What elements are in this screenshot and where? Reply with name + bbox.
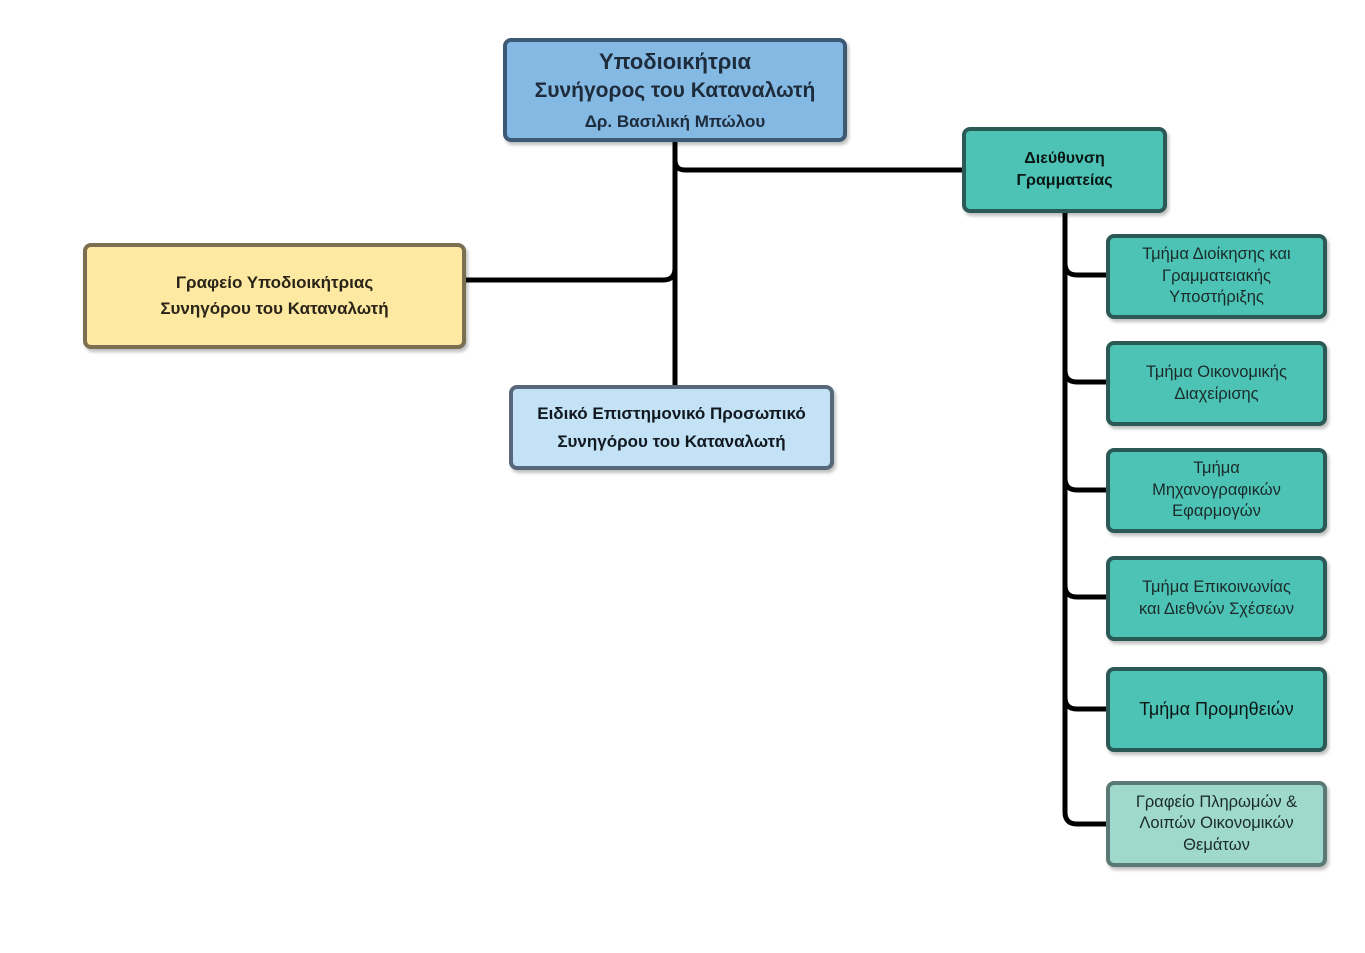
dept-label-line: Μηχανογραφικών xyxy=(1152,480,1281,499)
directorate-label-line-2: Γραμματείας xyxy=(1016,172,1113,189)
dept-label-line: Τμήμα xyxy=(1193,459,1240,478)
dept-label-line: Γραφείο Πληρωμών & xyxy=(1135,792,1298,811)
dept-label-line: Τμήμα Οικονομικής xyxy=(1146,363,1287,381)
connector-trunk-to-office xyxy=(466,267,678,283)
connector-directorate-trunk xyxy=(1062,213,1106,827)
connector-head-to-directorate xyxy=(672,159,962,173)
box-dept-communication: Τμήμα Επικοινωνίας και Διεθνών Σχέσεων xyxy=(1106,556,1327,641)
box-scientific-staff: Ειδικό Επιστημονικό Προσωπικό Συνηγόρου … xyxy=(509,385,834,470)
consumer-ombudsman-label: Συνήγορος του Καταναλωτή xyxy=(534,79,816,102)
box-deputy-governor: Υποδιοικήτρια Συνήγορος του Καταναλωτή Δ… xyxy=(503,38,847,142)
office-label-line-1: Γραφείο Υποδιοικήτριας xyxy=(175,273,374,292)
connector-to-dept-1 xyxy=(1062,262,1106,278)
box-dept-procurement: Τμήμα Προμηθειών xyxy=(1106,667,1327,752)
box-deputy-governor-office: Γραφείο Υποδιοικήτριας Συνηγόρου του Κατ… xyxy=(83,243,466,349)
box-payments-office: Γραφείο Πληρωμών & Λοιπών Οικονομικών Θε… xyxy=(1106,781,1327,867)
connector-to-dept-5 xyxy=(1062,696,1106,712)
connector-to-dept-2 xyxy=(1062,369,1106,385)
staff-label-line-2: Συνηγόρου του Καταναλωτή xyxy=(557,431,786,451)
connector-to-dept-4 xyxy=(1062,584,1106,600)
box-dept-administration: Τμήμα Διοίκησης και Γραμματειακής Υποστή… xyxy=(1106,234,1327,319)
directorate-label-line-1: Διεύθυνση xyxy=(1024,150,1105,167)
dept-label-line: και Διεθνών Σχέσεων xyxy=(1138,599,1294,618)
office-label-line-2: Συνηγόρου του Καταναλωτή xyxy=(160,299,389,318)
box-secretariat-directorate: Διεύθυνση Γραμματείας xyxy=(962,127,1167,213)
dept-label-line: Τμήμα Διοίκησης και xyxy=(1142,245,1291,264)
box-dept-it-applications: Τμήμα Μηχανογραφικών Εφαρμογών xyxy=(1106,448,1327,533)
box-dept-financial-management: Τμήμα Οικονομικής Διαχείρισης xyxy=(1106,341,1327,426)
dept-label-line: Τμήμα Προμηθειών xyxy=(1139,698,1294,719)
dept-label-line: Διαχείρισης xyxy=(1174,384,1259,403)
deputy-governor-title: Υποδιοικήτρια xyxy=(598,49,752,74)
dept-label-line: Λοιπών Οικονομικών xyxy=(1139,814,1294,833)
dept-label-line: Υποστήριξης xyxy=(1169,288,1264,307)
dept-label-line: Θεμάτων xyxy=(1183,835,1250,854)
deputy-governor-name: Δρ. Βασιλική Μπώλου xyxy=(584,112,766,131)
dept-label-line: Εφαρμογών xyxy=(1172,502,1261,521)
staff-label-line-1: Ειδικό Επιστημονικό Προσωπικό xyxy=(537,403,806,423)
dept-label-line: Τμήμα Επικοινωνίας xyxy=(1142,578,1291,596)
connector-to-dept-3 xyxy=(1062,477,1106,493)
dept-label-line: Γραμματειακής xyxy=(1161,266,1272,285)
